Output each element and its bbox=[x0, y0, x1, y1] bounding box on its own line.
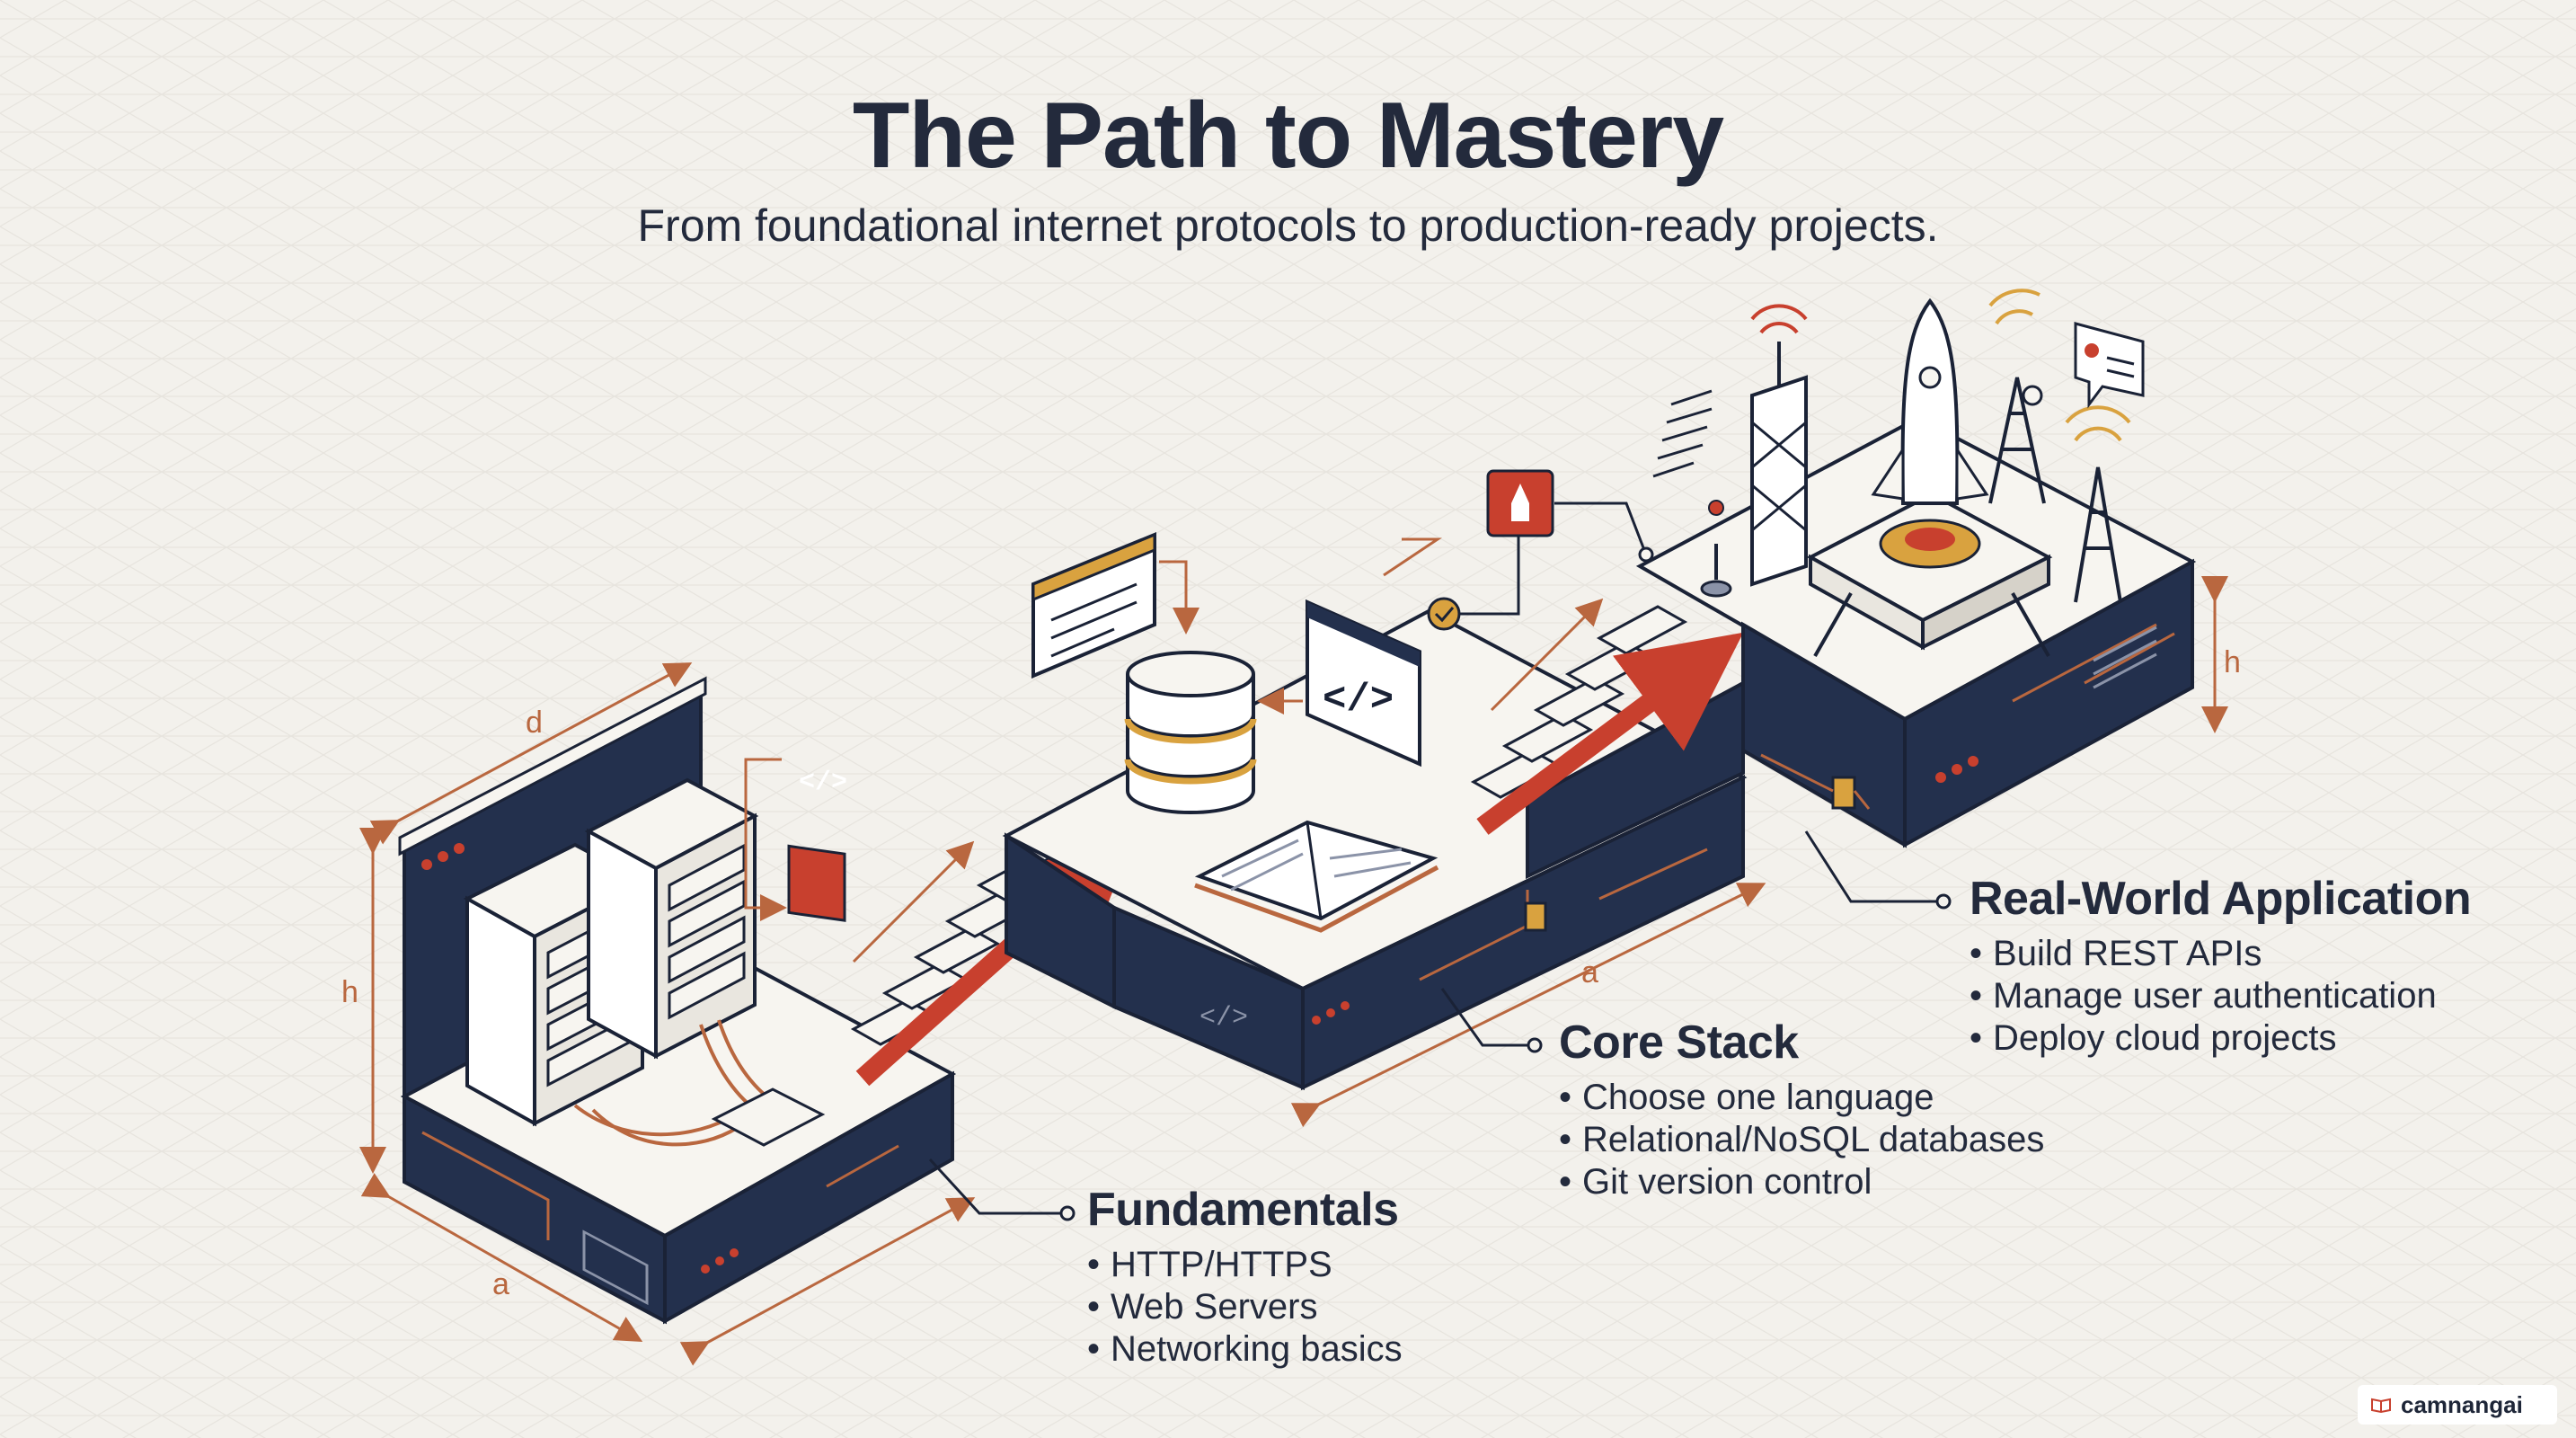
fundamentals-pin bbox=[1059, 1205, 1076, 1221]
real-world-pin bbox=[1935, 893, 1952, 910]
rocket-icon bbox=[1806, 297, 2053, 657]
list-item: Networking basics bbox=[1087, 1328, 1403, 1371]
list-item: Choose one language bbox=[1559, 1077, 2044, 1119]
list-item: Build REST APIs bbox=[1970, 933, 2471, 975]
watermark-text: camnangai bbox=[2401, 1390, 2523, 1418]
dimension-label-d: d bbox=[526, 706, 543, 740]
list-item: Deploy cloud projects bbox=[1970, 1017, 2471, 1060]
list-item: Manage user authentication bbox=[1970, 975, 2471, 1017]
watermark-badge[interactable]: camnangai bbox=[2358, 1385, 2557, 1425]
stage-fundamentals: Fundamentals HTTP/HTTPS Web Servers Netw… bbox=[1087, 1183, 1403, 1371]
dimension-label-a-right: a bbox=[1581, 955, 1598, 990]
server-rack-icon bbox=[463, 777, 826, 1147]
list-item: Relational/NoSQL databases bbox=[1559, 1119, 2044, 1161]
dimension-label-h-right: h bbox=[2224, 645, 2241, 679]
document-icon bbox=[1031, 532, 1199, 679]
stage-list: Build REST APIs Manage user authenticati… bbox=[1970, 933, 2471, 1060]
dimension-label-a-left: a bbox=[492, 1267, 509, 1301]
stage-heading: Fundamentals bbox=[1087, 1184, 1399, 1236]
core-stack-pin bbox=[1527, 1037, 1543, 1053]
database-icon bbox=[1124, 651, 1257, 814]
radio-tower-icon bbox=[1750, 304, 2122, 603]
list-item: Web Servers bbox=[1087, 1286, 1403, 1328]
list-item: HTTP/HTTPS bbox=[1087, 1244, 1403, 1286]
rocket-badge-icon bbox=[1486, 469, 1654, 563]
chat-bubble-icon bbox=[2074, 322, 2145, 409]
page-title: The Path to Mastery bbox=[852, 84, 1724, 188]
wifi-signal-icon bbox=[1988, 288, 2131, 442]
book-logo-icon bbox=[2371, 1398, 2391, 1413]
svg-text:</>: </> bbox=[799, 768, 847, 798]
antenna-lines-icon bbox=[1652, 389, 1732, 598]
dimension-markers bbox=[359, 576, 2228, 1366]
checkmark-icon bbox=[1427, 526, 1520, 631]
stage-core-stack: Core Stack Choose one language Relationa… bbox=[1559, 1016, 2044, 1203]
stage-real-world-application: Real-World Application Build REST APIs M… bbox=[1970, 872, 2472, 1060]
svg-text:</>: </> bbox=[1199, 1003, 1248, 1034]
stage-list: Choose one language Relational/NoSQL dat… bbox=[1559, 1077, 2044, 1203]
list-item: Git version control bbox=[1559, 1161, 2044, 1203]
page-subtitle: From foundational internet protocols to … bbox=[637, 200, 1939, 251]
stairs-to-real-world bbox=[1470, 598, 1745, 880]
stage-heading: Real-World Application bbox=[1970, 873, 2472, 925]
stage-list: HTTP/HTTPS Web Servers Networking basics bbox=[1087, 1244, 1403, 1371]
svg-text:</>: </> bbox=[1323, 678, 1394, 723]
code-tag-icon: </> bbox=[744, 758, 847, 922]
stage-heading: Core Stack bbox=[1559, 1016, 1799, 1069]
leader-lines bbox=[928, 830, 1941, 1215]
code-window-icon: </> bbox=[1257, 537, 1442, 768]
dimension-label-h-left: h bbox=[341, 975, 359, 1009]
